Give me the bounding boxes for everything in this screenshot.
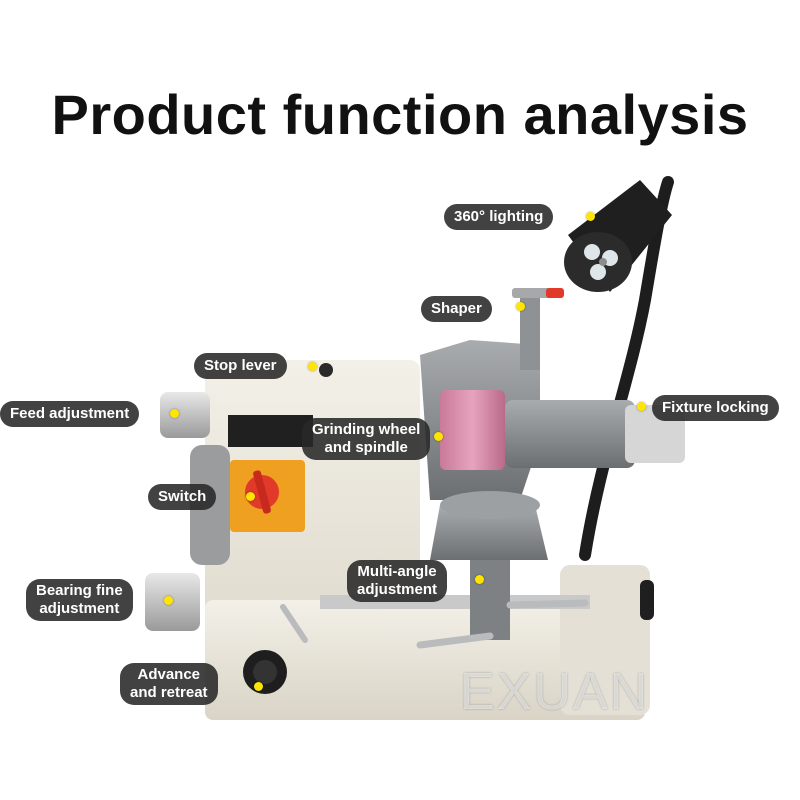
fixture-locking-marker-dot [637, 402, 646, 411]
lighting-callout: 360° lighting [444, 204, 554, 230]
shaper-callout: Shaper [421, 296, 492, 322]
stop-lever-callout: Stop lever [194, 353, 287, 379]
advance-marker-dot [254, 682, 263, 691]
bearing-label-line1: Bearing fine [36, 582, 123, 599]
multi-angle-callout: Multi-angle adjustment [347, 560, 448, 602]
grinding-wheel-callout: Grinding wheel and spindle [302, 418, 431, 460]
grinding-wheel-label-line1: Grinding wheel [312, 421, 421, 438]
bearing-marker-dot [164, 596, 173, 605]
multi-angle-label-line1: Multi-angle [357, 563, 437, 580]
advance-label-line2: and retreat [130, 684, 208, 701]
stop-lever-marker-dot [308, 362, 317, 371]
bearing-callout: Bearing fine adjustment [26, 579, 133, 621]
advance-callout: Advance and retreat [120, 663, 218, 705]
brand-watermark: EXUAN [460, 663, 650, 721]
switch-callout: Switch [148, 484, 217, 510]
feed-adjustment-callout: Feed adjustment [0, 401, 140, 427]
bearing-label-line2: adjustment [39, 600, 120, 617]
lamp-head [564, 180, 672, 292]
shaper-marker-dot [516, 302, 525, 311]
advance-label-line1: Advance [137, 666, 201, 683]
grinding-wheel-marker-dot [434, 432, 443, 441]
switch-marker-dot [246, 492, 255, 501]
grinding-wheel-label-line2: and spindle [324, 439, 408, 456]
fixture-locking-callout: Fixture locking [652, 395, 779, 421]
multi-angle-marker-dot [475, 575, 484, 584]
multi-angle-label-line2: adjustment [357, 581, 438, 598]
page-title: Product function analysis [51, 83, 749, 146]
lighting-marker-dot [586, 212, 595, 221]
feed-adjustment-marker-dot [170, 409, 179, 418]
